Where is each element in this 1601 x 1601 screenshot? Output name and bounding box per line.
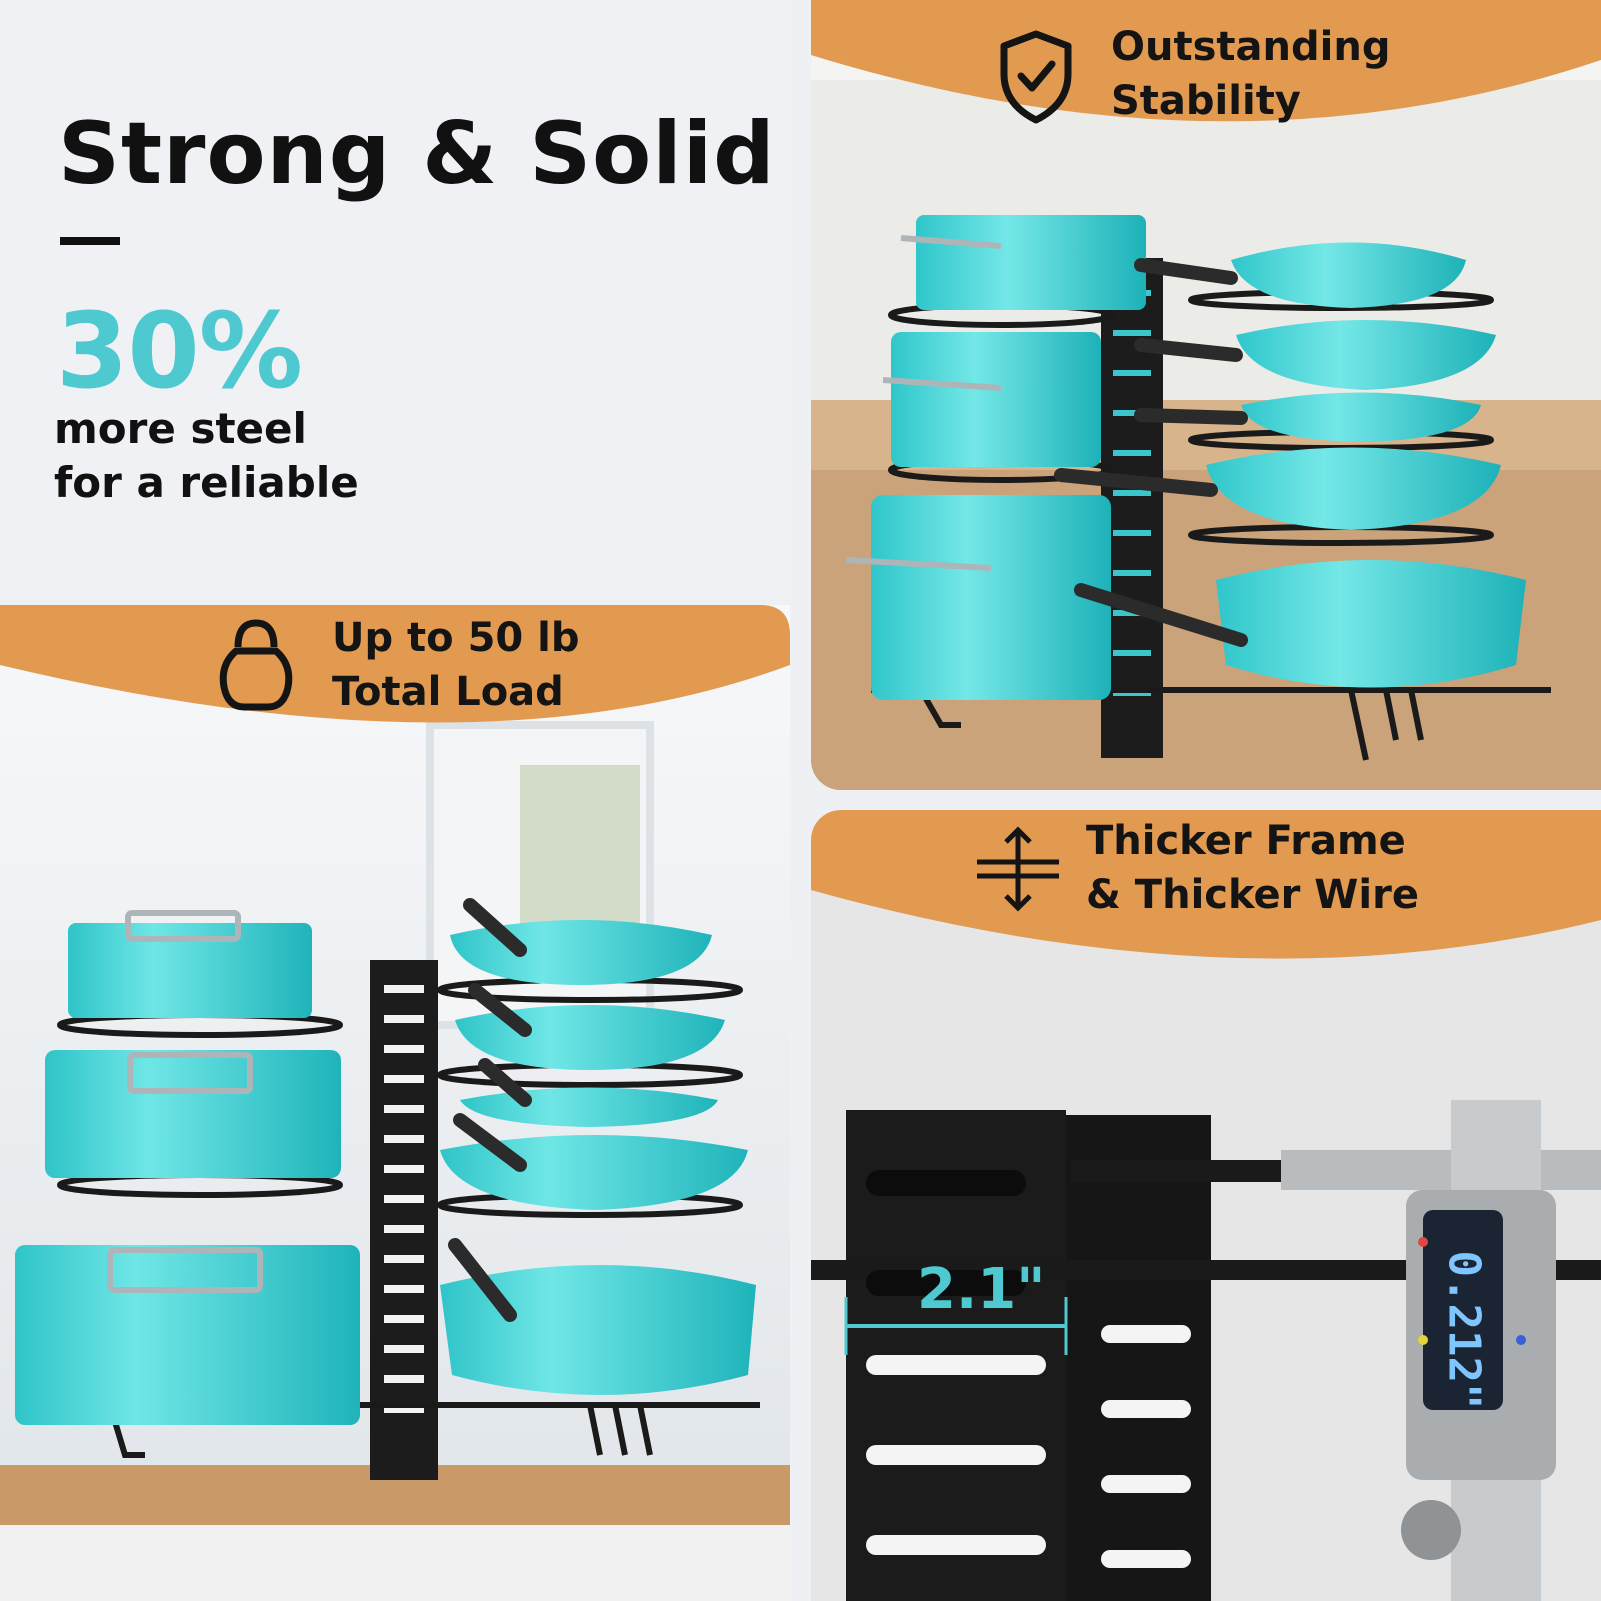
load-banner: Up to 50 lb Total Load [0, 605, 790, 755]
shield-check-icon [1000, 30, 1072, 124]
headline: Strong & Solid [58, 104, 776, 204]
stat-value: 30% [56, 290, 303, 412]
kettlebell-icon [219, 619, 293, 711]
stability-panel: Outstanding Stability [811, 0, 1601, 790]
thickness-arrows-icon [977, 826, 1059, 912]
thickness-banner-shape [811, 810, 1601, 959]
left-pots [15, 910, 360, 1425]
measurement-guide [844, 1297, 1068, 1355]
load-banner-shape [0, 605, 790, 723]
headline-rule [60, 237, 120, 245]
rack-closeup [811, 1110, 1601, 1601]
right-pans [1054, 242, 1526, 688]
load-banner-line1: Up to 50 lb [332, 615, 580, 661]
stability-scene [811, 0, 1601, 790]
stability-banner-line2: Stability [1111, 78, 1301, 124]
thickness-banner-line1: Thicker Frame [1086, 818, 1406, 864]
stability-banner-line1: Outstanding [1111, 24, 1391, 70]
load-scene [0, 605, 790, 1601]
thickness-banner: Thicker Frame & Thicker Wire [811, 810, 1601, 985]
thickness-banner-line2: & Thicker Wire [1086, 872, 1419, 918]
caliper [1281, 1100, 1601, 1601]
thickness-panel: 2.1" 0.212" Thicker Frame & Thicker Wire [811, 810, 1601, 1601]
thickness-scene [811, 810, 1601, 1601]
right-pans [440, 898, 756, 1395]
load-panel: Up to 50 lb Total Load [0, 605, 790, 1601]
intro-panel: Strong & Solid 30% more steel for a reli… [0, 0, 790, 600]
caliper-reading: 0.212" [1438, 1250, 1490, 1410]
stability-banner: Outstanding Stability [811, 0, 1601, 150]
left-pots [845, 215, 1146, 700]
stat-line-2: for a reliable [54, 458, 359, 507]
stat-line-1: more steel [54, 404, 307, 453]
load-banner-line2: Total Load [332, 669, 564, 715]
measure-width-label: 2.1" [917, 1257, 1046, 1322]
